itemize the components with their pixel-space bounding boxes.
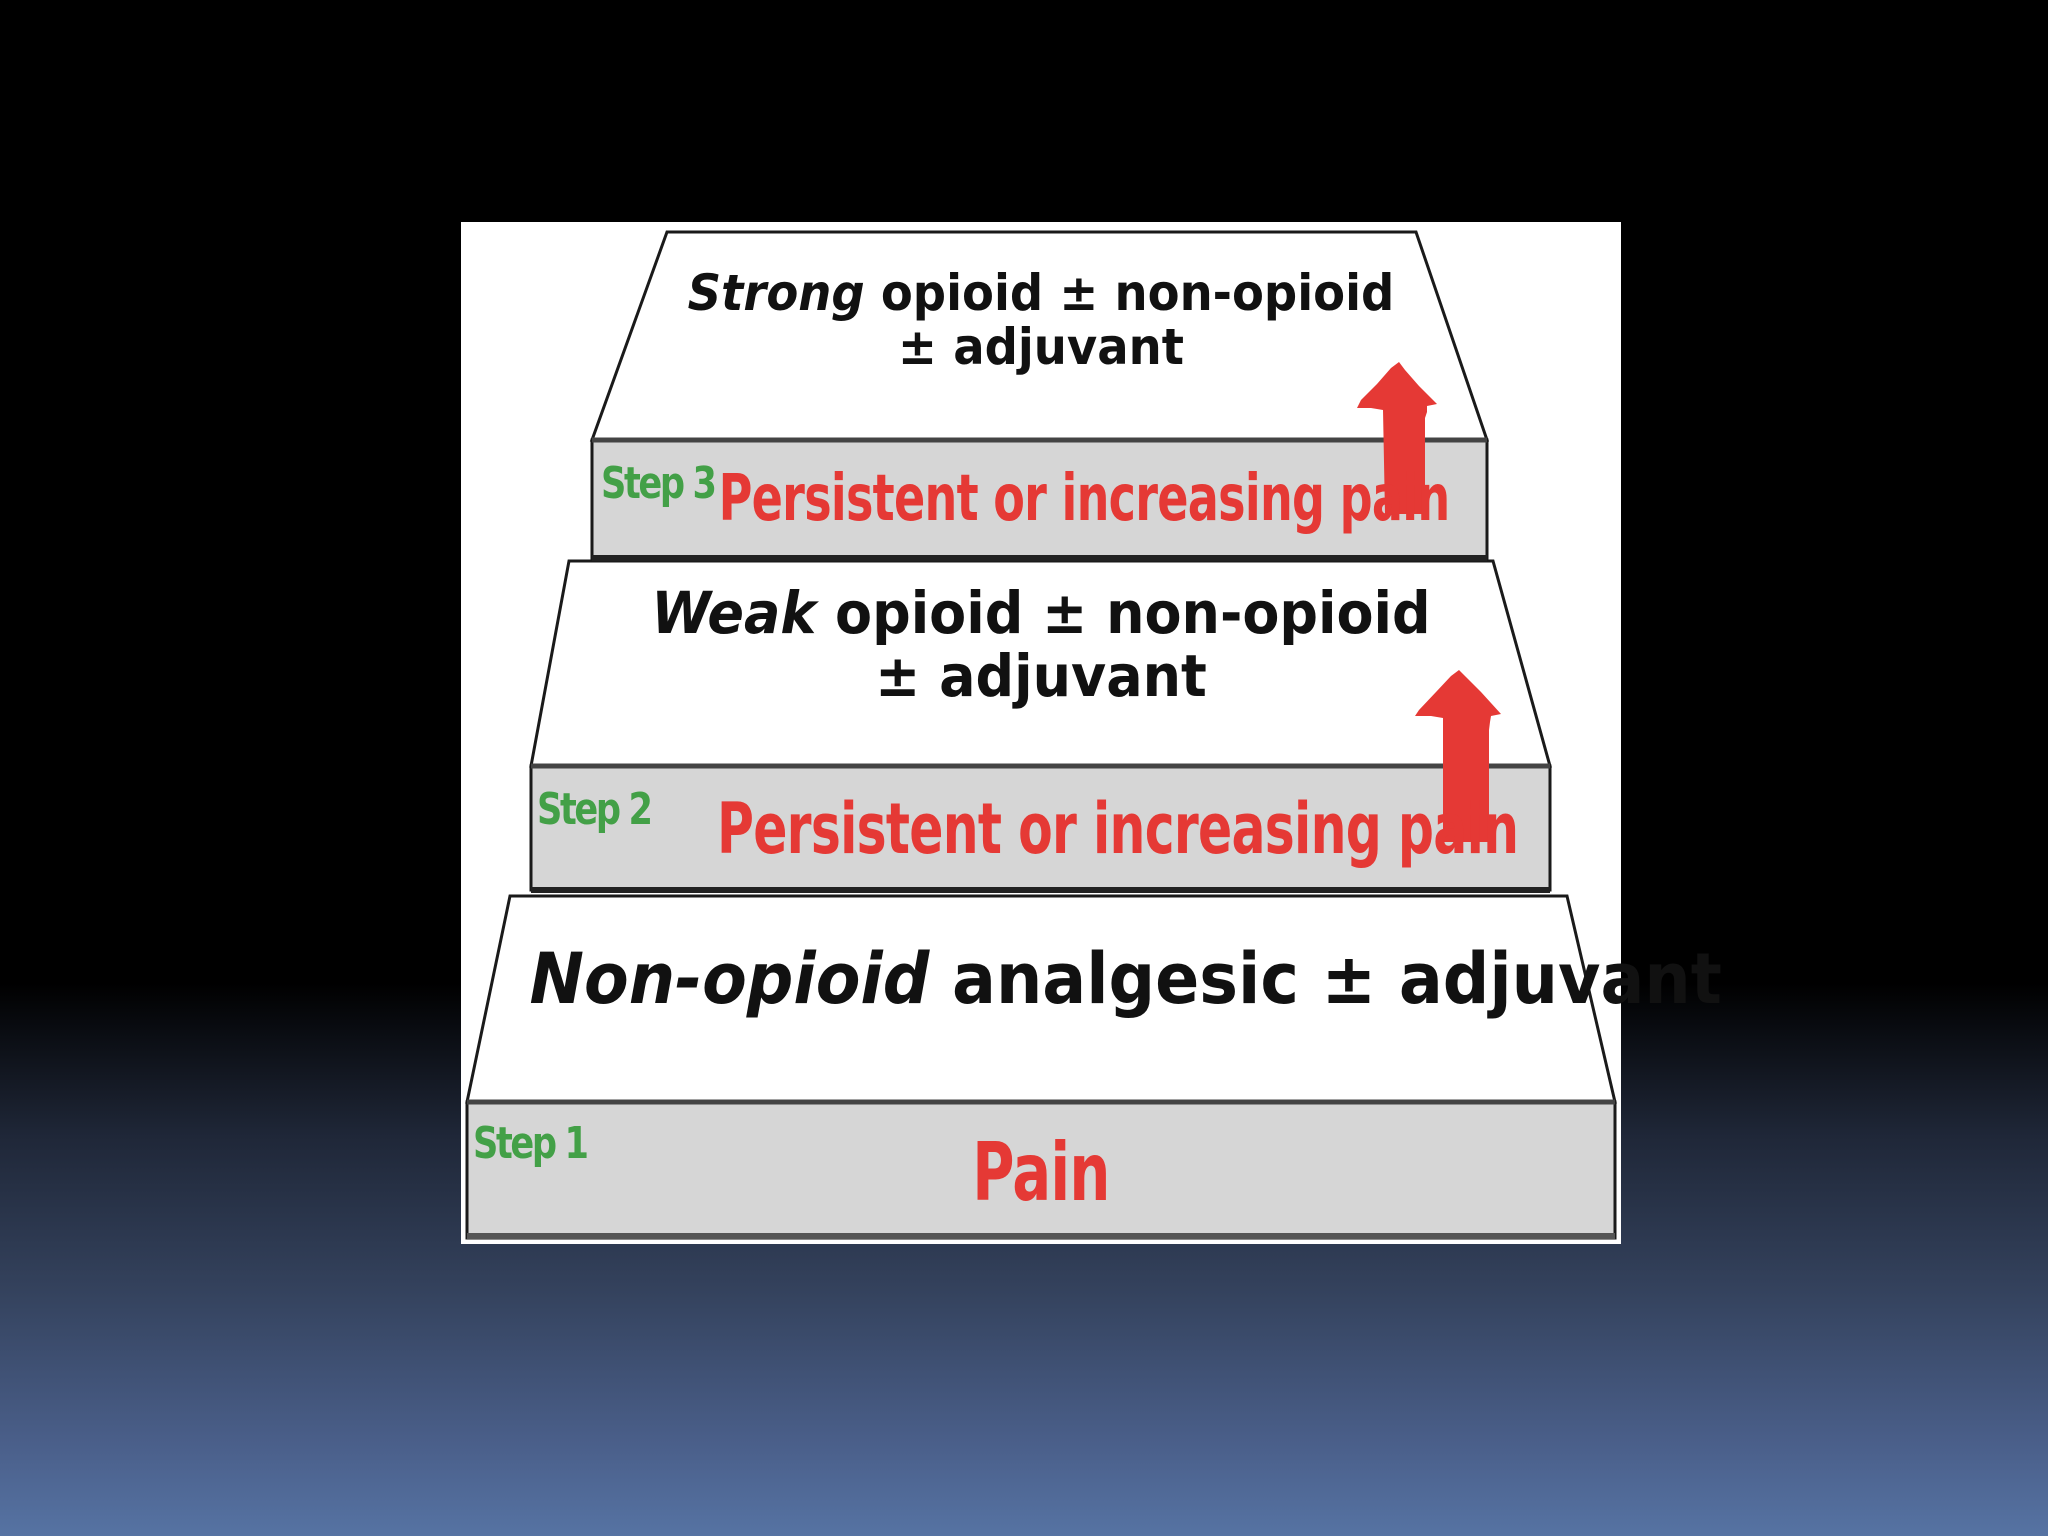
step-label: Step 2 [537,784,653,835]
up-arrow-icon [1357,362,1437,514]
pain-level-text: Persistent or increasing pain [717,788,1519,870]
up-arrow-icon [1415,670,1501,842]
treatment-rest: opioid ± non-opioid [816,579,1431,647]
treatment-rest: analgesic ± adjuvant [929,938,1722,1020]
step-label: Step 3 [601,458,717,509]
step-2-riser [529,764,1552,892]
step-1-riser [465,1100,1617,1240]
ladder-shapes [465,230,1617,1240]
treatment-text: Non-opioid analgesic ± adjuvant [530,941,1722,1018]
treatment-line2: ± adjuvant [898,318,1184,376]
step-label: Step 1 [473,1118,589,1169]
pain-level-text: Pain [972,1126,1110,1219]
treatment-line2: ± adjuvant [875,641,1207,710]
treatment-lead: Non-opioid [529,938,930,1020]
treatment-rest: opioid ± non-opioid [864,264,1395,322]
pain-level-text: Persistent or increasing pain [718,462,1451,536]
treatment-text: Strong opioid ± non-opioid ± adjuvant [650,266,1431,374]
analgesic-ladder-diagram: Step 1 Pain Non-opioid analgesic ± adjuv… [461,222,1722,1244]
treatment-text: Weak opioid ± non-opioid ± adjuvant [623,582,1460,707]
treatment-lead: Strong [687,264,865,322]
treatment-lead: Weak [651,579,817,647]
